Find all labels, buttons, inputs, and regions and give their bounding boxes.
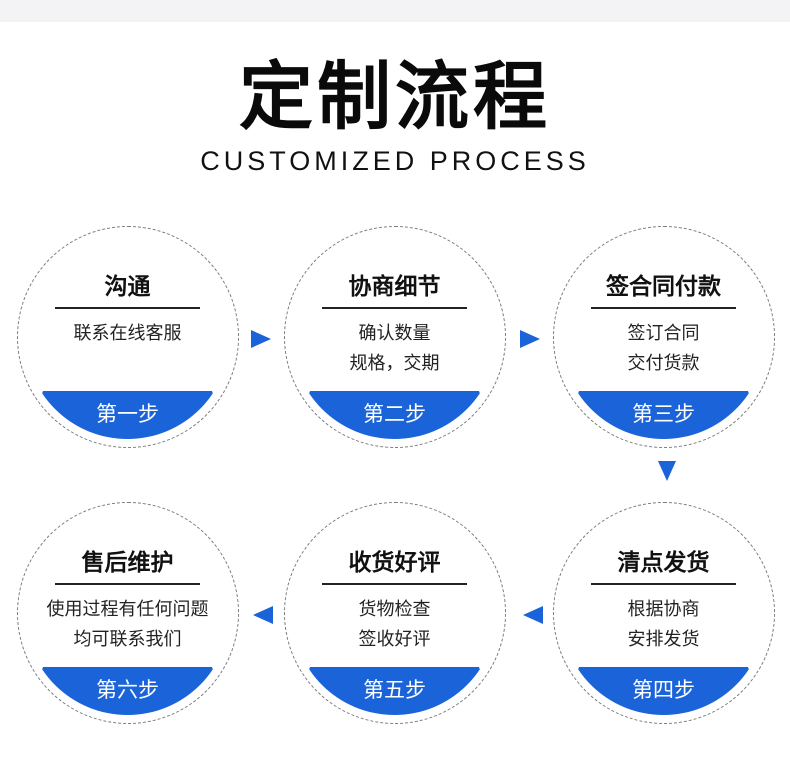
step-heading: 清点发货: [617, 550, 710, 576]
step-badge-label: 第五步: [363, 678, 426, 702]
heading-divider: [55, 307, 200, 309]
step-description-line: 签收好评: [358, 629, 431, 650]
top-bar: [0, 0, 790, 22]
step-badge-label: 第四步: [632, 678, 695, 702]
arrow-right-icon: [251, 330, 271, 348]
step-description-line: 交付货款: [627, 353, 700, 374]
arrow-left-icon: [523, 606, 543, 624]
step-card-4: 清点发货 根据协商 安排发货 第四步: [553, 502, 775, 724]
step-description: 根据协商 安排发货: [561, 595, 766, 655]
step-heading: 协商细节: [348, 274, 441, 300]
step-card-inner: 清点发货 根据协商 安排发货 第四步: [561, 510, 766, 715]
step-heading: 沟通: [104, 274, 151, 300]
step-badge-label: 第六步: [96, 678, 159, 702]
heading-divider: [591, 307, 736, 309]
page-title: 定制流程: [239, 54, 551, 140]
step-heading: 售后维护: [81, 550, 174, 576]
step-card-inner: 协商细节 确认数量 规格，交期 第二步: [292, 234, 497, 439]
step-description-line: 规格，交期: [349, 353, 440, 374]
heading-divider: [322, 583, 467, 585]
step-description: 联系在线客服: [25, 319, 230, 349]
arrow-left-icon: [253, 606, 273, 624]
step-card-inner: 签合同付款 签订合同 交付货款 第三步: [561, 234, 766, 439]
heading-divider: [322, 307, 467, 309]
step-description-line: 安排发货: [627, 629, 700, 650]
step-heading: 签合同付款: [606, 274, 721, 300]
step-card-inner: 收货好评 货物检查 签收好评 第五步: [292, 510, 497, 715]
step-description-line: 均可联系我们: [73, 629, 182, 650]
step-card-inner: 沟通 联系在线客服 第一步: [25, 234, 230, 439]
step-card-6: 售后维护 使用过程有任何问题 均可联系我们 第六步: [17, 502, 239, 724]
step-badge: [561, 391, 766, 439]
step-description-line: 根据协商: [627, 599, 700, 620]
step-description: 确认数量 规格，交期: [292, 319, 497, 379]
step-badge: [25, 391, 230, 439]
step-card-1: 沟通 联系在线客服 第一步: [17, 226, 239, 448]
step-badge-label: 第二步: [363, 402, 426, 426]
step-card-inner: 售后维护 使用过程有任何问题 均可联系我们 第六步: [25, 510, 230, 715]
heading-divider: [55, 583, 200, 585]
step-badge: [25, 667, 230, 715]
step-badge-label: 第三步: [632, 402, 695, 426]
step-description-line: 货物检查: [358, 599, 431, 620]
step-description: 使用过程有任何问题 均可联系我们: [25, 595, 230, 655]
step-card-3: 签合同付款 签订合同 交付货款 第三步: [553, 226, 775, 448]
step-description-line: 确认数量: [358, 323, 431, 344]
step-card-5: 收货好评 货物检查 签收好评 第五步: [284, 502, 506, 724]
step-badge-label: 第一步: [96, 402, 159, 426]
arrow-right-icon: [520, 330, 540, 348]
page-subtitle: CUSTOMIZED PROCESS: [200, 146, 590, 176]
step-badge: [292, 667, 497, 715]
step-description-line: 联系在线客服: [73, 323, 182, 344]
step-description: 货物检查 签收好评: [292, 595, 497, 655]
heading-divider: [591, 583, 736, 585]
step-heading: 收货好评: [348, 550, 441, 576]
step-card-2: 协商细节 确认数量 规格，交期 第二步: [284, 226, 506, 448]
step-description-line: 签订合同: [627, 323, 700, 344]
step-description-line: 使用过程有任何问题: [46, 599, 209, 620]
step-badge: [292, 391, 497, 439]
arrow-down-icon: [658, 461, 676, 481]
step-description: 签订合同 交付货款: [561, 319, 766, 379]
step-badge: [561, 667, 766, 715]
